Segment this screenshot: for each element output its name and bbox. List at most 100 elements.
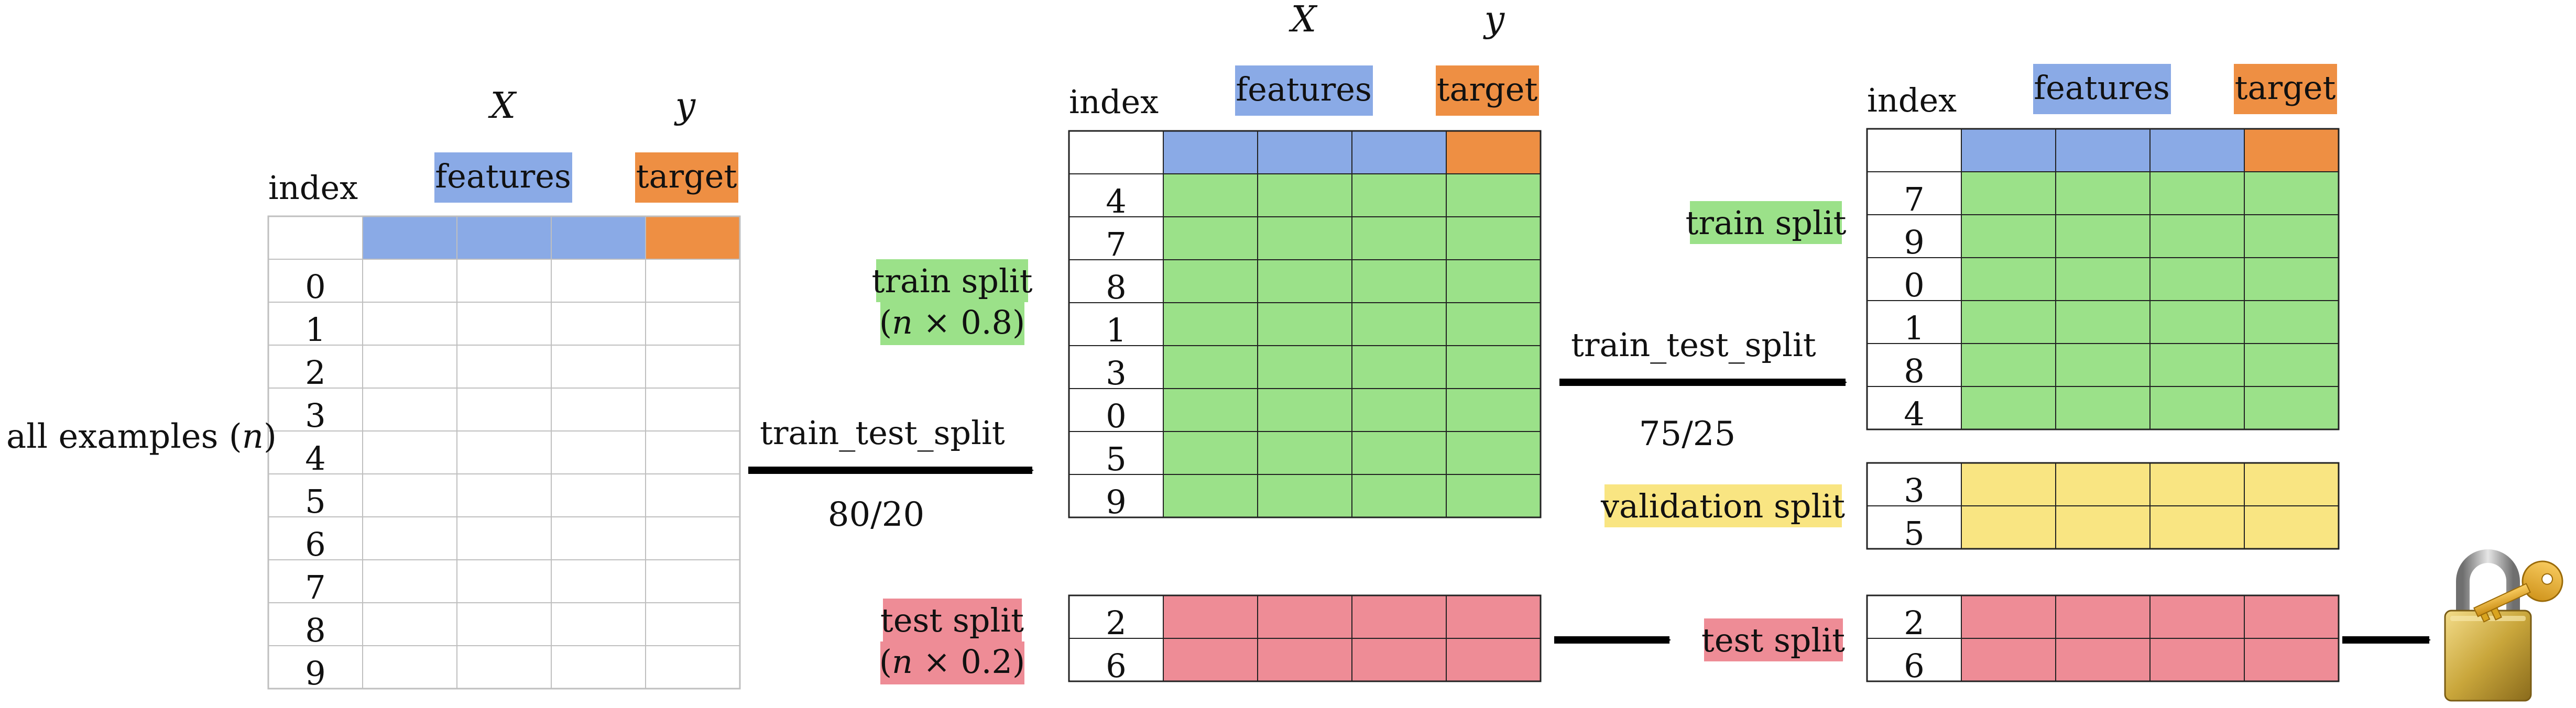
data-cell: [1446, 595, 1541, 639]
y-label: y: [674, 85, 696, 127]
data-cell: [1351, 345, 1447, 389]
data-cell: [362, 388, 457, 432]
split2-test-table: 26 test split: [1701, 594, 2340, 685]
data-cell: [1351, 431, 1447, 475]
table-row: 1: [1866, 300, 2339, 347]
features-label: features: [2034, 69, 2170, 107]
table-row: 8: [1068, 259, 1541, 306]
split2-function-label: train_test_split: [1571, 326, 1816, 364]
data-cell: [1961, 386, 2056, 430]
split2-test-grid: 26: [1866, 594, 2340, 685]
feature-header-cell: [2055, 128, 2151, 172]
table-row: 6: [268, 516, 740, 563]
data-cell: [1351, 474, 1447, 518]
train-split-label-bg: [876, 259, 1028, 302]
target-label-bg: [2234, 64, 2337, 114]
features-label: features: [1236, 70, 1372, 108]
data-cell: [1257, 388, 1352, 432]
row-index-label: 2: [1904, 604, 1924, 642]
data-cell: [1446, 302, 1541, 346]
row-index-label: 4: [1904, 395, 1924, 433]
table-row: 2: [1866, 595, 2339, 642]
data-cell: [1446, 638, 1541, 682]
data-cell: [1351, 259, 1447, 303]
data-cell: [2244, 171, 2339, 215]
data-cell: [645, 473, 740, 517]
data-cell: [1163, 216, 1258, 260]
data-cell: [2055, 257, 2151, 301]
train-formula: (n × 0.8): [879, 303, 1025, 341]
row-index-label: 9: [1106, 483, 1126, 521]
index-cell: [268, 388, 363, 432]
train-split-label-bg: [1690, 201, 1842, 244]
train-formula-bg: [880, 302, 1024, 345]
data-cell: [1446, 388, 1541, 432]
data-cell: [1257, 345, 1352, 389]
data-cell: [1351, 216, 1447, 260]
row-index-label: 5: [1904, 514, 1924, 552]
data-cell: [1351, 388, 1447, 432]
data-cell: [645, 645, 740, 689]
data-cell: [1446, 431, 1541, 475]
data-cell: [1163, 595, 1258, 639]
data-cell: [1961, 171, 2056, 215]
index-cell: [1866, 171, 1962, 215]
index-cell: [268, 430, 363, 474]
x-label: X: [1289, 0, 1318, 40]
y-label: y: [1483, 0, 1505, 40]
target-label: target: [636, 157, 737, 195]
data-cell: [1163, 173, 1258, 217]
table-row: 9: [1866, 214, 2339, 261]
data-cell: [645, 302, 740, 346]
data-cell: [2055, 386, 2151, 430]
table-border: [1866, 128, 2340, 430]
data-cell: [1163, 474, 1258, 518]
data-cell: [645, 430, 740, 474]
data-cell: [2149, 505, 2245, 549]
table-row: 6: [1866, 638, 2339, 685]
feature-header-cell: [362, 216, 457, 260]
feature-header-cell: [1257, 130, 1352, 174]
data-cell: [551, 559, 646, 603]
index-cell: [1866, 343, 1962, 387]
data-cell: [2244, 638, 2339, 682]
validation-split-label-bg: [1604, 484, 1842, 527]
data-cell: [1446, 474, 1541, 518]
index-header-cell: [1068, 130, 1164, 174]
data-cell: [2149, 214, 2245, 258]
row-index-label: 0: [305, 268, 325, 306]
split2-arrow-group: train_test_split 75/25: [1559, 326, 1847, 453]
data-cell: [1961, 462, 2056, 506]
data-cell: [362, 473, 457, 517]
data-cell: [1446, 173, 1541, 217]
features-label-bg: [2033, 64, 2171, 114]
index-header: index: [1867, 81, 1957, 119]
features-label-bg: [1235, 65, 1373, 116]
data-cell: [2244, 343, 2339, 387]
target-label-bg: [635, 152, 738, 203]
table-border: [1068, 130, 1542, 518]
table-row: 2: [1068, 595, 1541, 642]
data-cell: [456, 345, 552, 389]
data-cell: [1351, 595, 1447, 639]
split1-ratio-label: 80/20: [828, 495, 924, 534]
split1-function-label: train_test_split: [760, 414, 1005, 452]
test-split-label: test split: [880, 601, 1024, 639]
table-row: 8: [1866, 343, 2339, 390]
table-header-row: [1866, 128, 2339, 172]
row-index-label: 7: [1106, 225, 1126, 263]
data-cell: [456, 516, 552, 560]
data-cell: [362, 345, 457, 389]
data-cell: [362, 430, 457, 474]
data-cell: [362, 516, 457, 560]
data-cell: [2149, 462, 2245, 506]
table-header-row: [268, 216, 740, 260]
index-header: index: [268, 169, 358, 207]
data-cell: [2055, 300, 2151, 344]
data-cell: [645, 345, 740, 389]
table-header-row: [1068, 130, 1541, 174]
table-row: 4: [1068, 173, 1541, 220]
data-cell: [2244, 257, 2339, 301]
x-label: X: [488, 85, 517, 127]
data-cell: [1351, 638, 1447, 682]
